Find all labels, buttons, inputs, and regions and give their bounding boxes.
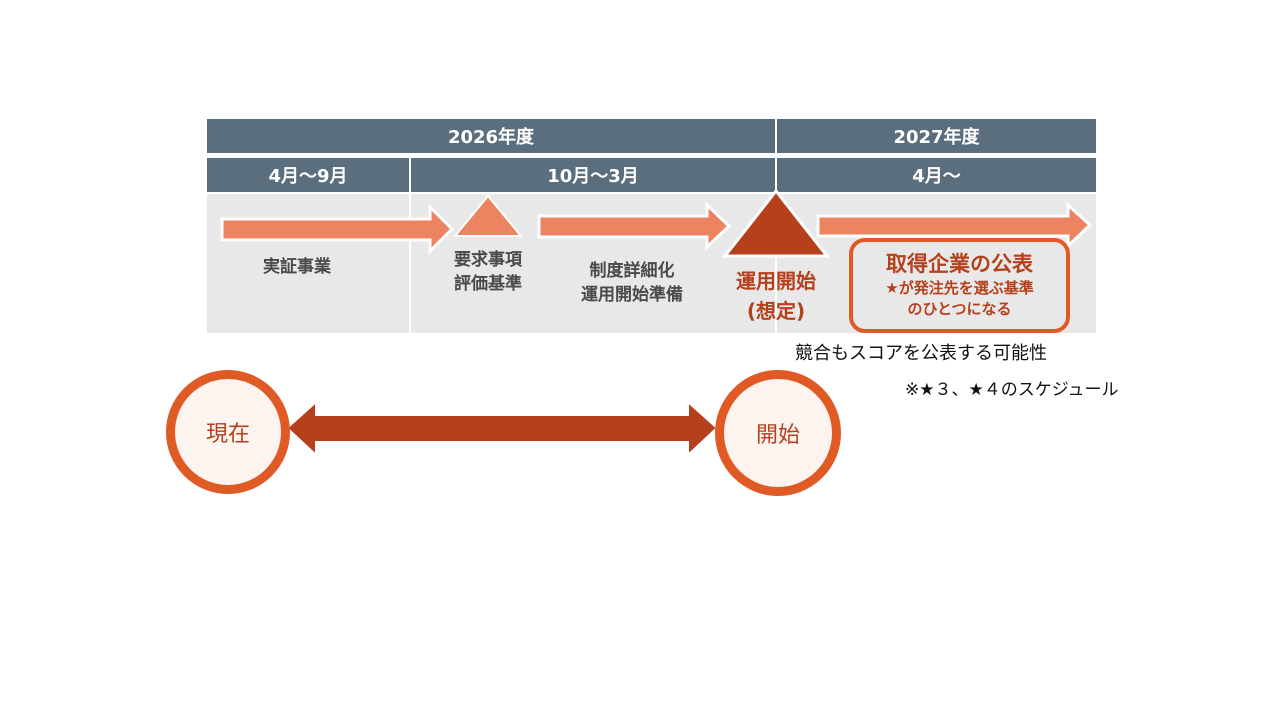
- period-apr-sep-label: 4月〜9月: [268, 166, 348, 187]
- launch-line1: 運用開始: [736, 269, 816, 293]
- demo-project-label: 実証事業: [263, 257, 331, 277]
- requirements-line1: 要求事項: [454, 250, 522, 270]
- current-label: 現在: [205, 422, 250, 447]
- launch-label: 運用開始 (想定): [716, 266, 836, 326]
- period-header-apr: 4月〜: [777, 158, 1096, 192]
- period-apr-label: 4月〜: [912, 166, 961, 187]
- callout-line1: ★が発注先を選ぶ基準: [885, 279, 1034, 297]
- competition-note: 競合もスコアを公表する可能性: [795, 343, 1047, 364]
- callout-line2: のひとつになる: [907, 300, 1012, 318]
- start-label: 開始: [755, 423, 800, 448]
- launch-line2: (想定): [746, 299, 806, 323]
- timeline-band-1: [207, 194, 409, 333]
- year-2027-label: 2027年度: [893, 127, 980, 148]
- year-header-2027: 2027年度: [777, 119, 1096, 153]
- year-2026-label: 2026年度: [447, 127, 535, 148]
- detail-line2: 運用開始準備: [581, 285, 683, 305]
- callout-title: 取得企業の公表: [886, 252, 1033, 276]
- demo-arrow: [220, 203, 455, 255]
- period-oct-mar-label: 10月〜3月: [547, 166, 639, 187]
- requirements-label: 要求事項 評価基準: [428, 248, 548, 296]
- period-header-oct-mar: 10月〜3月: [411, 158, 775, 192]
- period-header-apr-sep: 4月〜9月: [207, 158, 409, 192]
- launch-triangle: [721, 188, 831, 258]
- requirements-triangle: [452, 194, 524, 237]
- detail-arrow: [537, 201, 732, 251]
- requirements-line2: 評価基準: [454, 274, 522, 294]
- start-circle: 開始: [715, 370, 841, 496]
- detail-label: 制度詳細化 運用開始準備: [562, 259, 702, 307]
- schedule-note: ※★３、★４のスケジュール: [905, 380, 1119, 400]
- current-circle: 現在: [166, 370, 290, 494]
- publication-arrow: [816, 201, 1093, 250]
- publication-callout: 取得企業の公表 ★が発注先を選ぶ基準 のひとつになる: [849, 238, 1070, 333]
- year-header-2026: 2026年度: [207, 119, 775, 153]
- detail-line1: 制度詳細化: [589, 261, 675, 281]
